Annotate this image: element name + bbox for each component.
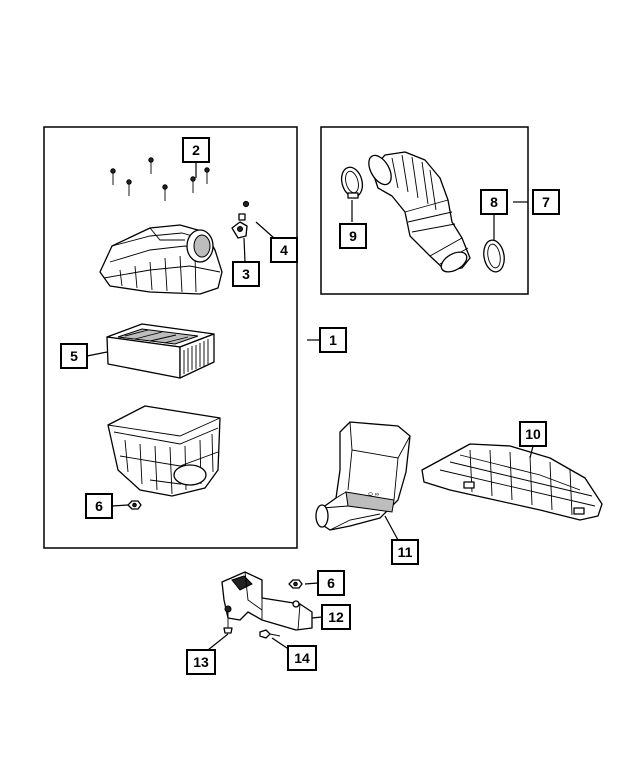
duct-assembly-frame — [320, 126, 529, 295]
leader-lines — [86, 162, 534, 651]
callout-1: 1 — [319, 327, 347, 353]
callout-3: 3 — [232, 261, 260, 287]
air-cleaner-cover — [99, 224, 223, 295]
svg-text:3: 3 — [242, 266, 250, 282]
nut-part-6-lower — [127, 500, 142, 510]
svg-text:5: 5 — [70, 348, 78, 364]
callout-12: 12 — [321, 604, 351, 630]
callout-6-lower: 6 — [85, 493, 113, 519]
callout-4: 4 — [270, 237, 298, 263]
callout-9: 9 — [339, 223, 367, 249]
hose-clamp-part-9 — [340, 166, 364, 199]
hose-clamp-part-8 — [483, 239, 505, 273]
svg-text:1: 1 — [329, 332, 337, 348]
air-cleaner-lower-housing — [107, 405, 221, 497]
callout-6-upper: 6 — [317, 570, 345, 596]
callout-2: 2 — [182, 137, 210, 163]
svg-text:13: 13 — [193, 654, 209, 670]
air-cleaner-assembly-frame — [43, 126, 298, 549]
svg-text:10: 10 — [525, 426, 541, 442]
air-filter-element — [106, 323, 215, 379]
air-inlet-duct: ⬭ ∞ — [315, 421, 411, 531]
svg-text:11: 11 — [398, 544, 413, 560]
svg-text:2: 2 — [192, 142, 200, 158]
callout-10: 10 — [519, 421, 547, 447]
nut-part-6-upper — [288, 579, 303, 589]
svg-text:12: 12 — [328, 609, 344, 625]
svg-text:14: 14 — [294, 650, 310, 666]
mounting-bracket — [221, 571, 313, 631]
bolt-part-13 — [223, 605, 233, 634]
svg-text:6: 6 — [327, 575, 335, 591]
svg-text:6: 6 — [95, 498, 103, 514]
callout-8: 8 — [480, 189, 508, 215]
callout-11: 11 — [391, 539, 419, 565]
svg-text:4: 4 — [280, 242, 288, 258]
callout-13: 13 — [186, 649, 216, 675]
flex-duct-hose — [368, 151, 471, 273]
callout-5: 5 — [60, 343, 88, 369]
svg-text:⬭ ∞: ⬭ ∞ — [368, 492, 379, 498]
sensor-part-3 — [231, 213, 248, 239]
svg-text:9: 9 — [349, 228, 357, 244]
grommet-part-4 — [242, 200, 250, 208]
bolt-part-14 — [259, 629, 281, 639]
callout-14: 14 — [287, 645, 317, 671]
screws — [110, 157, 210, 201]
callout-7: 7 — [532, 189, 560, 215]
resonator-duct — [421, 443, 603, 521]
svg-text:8: 8 — [490, 194, 498, 210]
svg-text:7: 7 — [542, 194, 550, 210]
